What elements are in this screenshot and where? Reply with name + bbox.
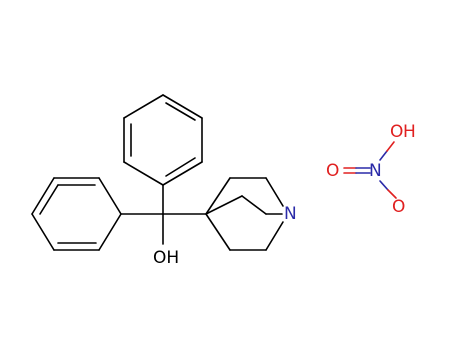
nitrate-oxygen-bottom-label: O bbox=[392, 197, 405, 217]
hydroxyl-label: OH bbox=[153, 248, 179, 268]
nitrate-hydroxyl-oxygen-label: O bbox=[390, 122, 403, 142]
nitrate-oxygen-left-label: O bbox=[326, 161, 339, 181]
carbinol-bonds bbox=[120, 184, 207, 245]
phenyl-ring-left bbox=[31, 177, 122, 251]
nitrate-nitrogen-label: N bbox=[369, 161, 382, 181]
amine-nitrogen-label: N bbox=[284, 204, 297, 224]
nitrate-hydroxyl-hydrogen-label: H bbox=[403, 122, 416, 142]
nitric-acid bbox=[343, 141, 397, 199]
phenyl-ring-top bbox=[123, 94, 203, 186]
quinuclidine-cage bbox=[205, 177, 284, 251]
